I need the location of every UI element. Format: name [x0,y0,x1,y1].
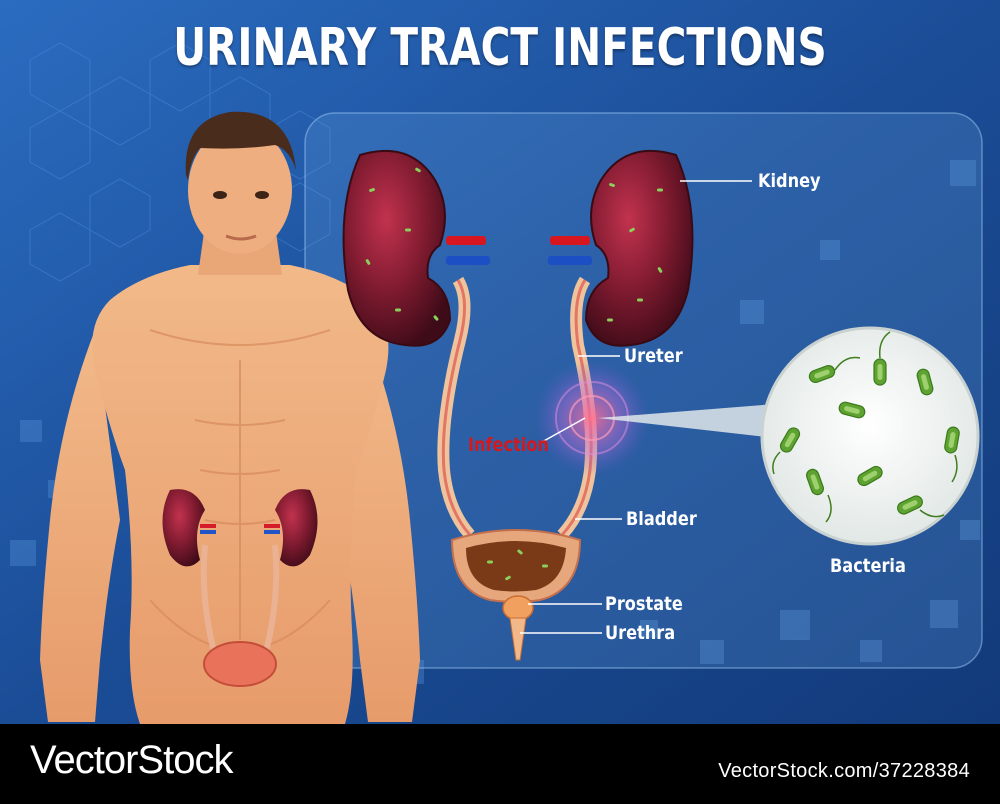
bladder [450,529,582,603]
label-ureter: Ureter [624,345,683,367]
blood-vessels [446,236,592,265]
hex-pattern [29,42,331,282]
label-infection: Infection [468,434,549,456]
label-urethra: Urethra [605,622,676,644]
body-kidney-right [275,489,318,567]
label-prostate: Prostate [605,593,683,615]
watermark-bar [0,724,1000,804]
label-bladder: Bladder [626,508,697,530]
body-kidney-left [162,489,205,567]
label-kidney: Kidney [758,170,821,192]
infection-glow [534,360,650,476]
leader-lines [520,180,752,634]
page-title: URINARY TRACT INFECTIONS [173,18,827,78]
left-kidney [342,149,452,347]
magnifier-beam [598,404,775,438]
watermark-url: VectorStock.com/37228384 [718,760,970,782]
watermark-brand: VectorStock [30,738,233,782]
body-bladder [203,641,277,687]
prostate-urethra [502,595,534,661]
human-figure [40,111,420,724]
right-kidney [584,149,694,347]
label-bacteria: Bacteria [830,555,906,577]
